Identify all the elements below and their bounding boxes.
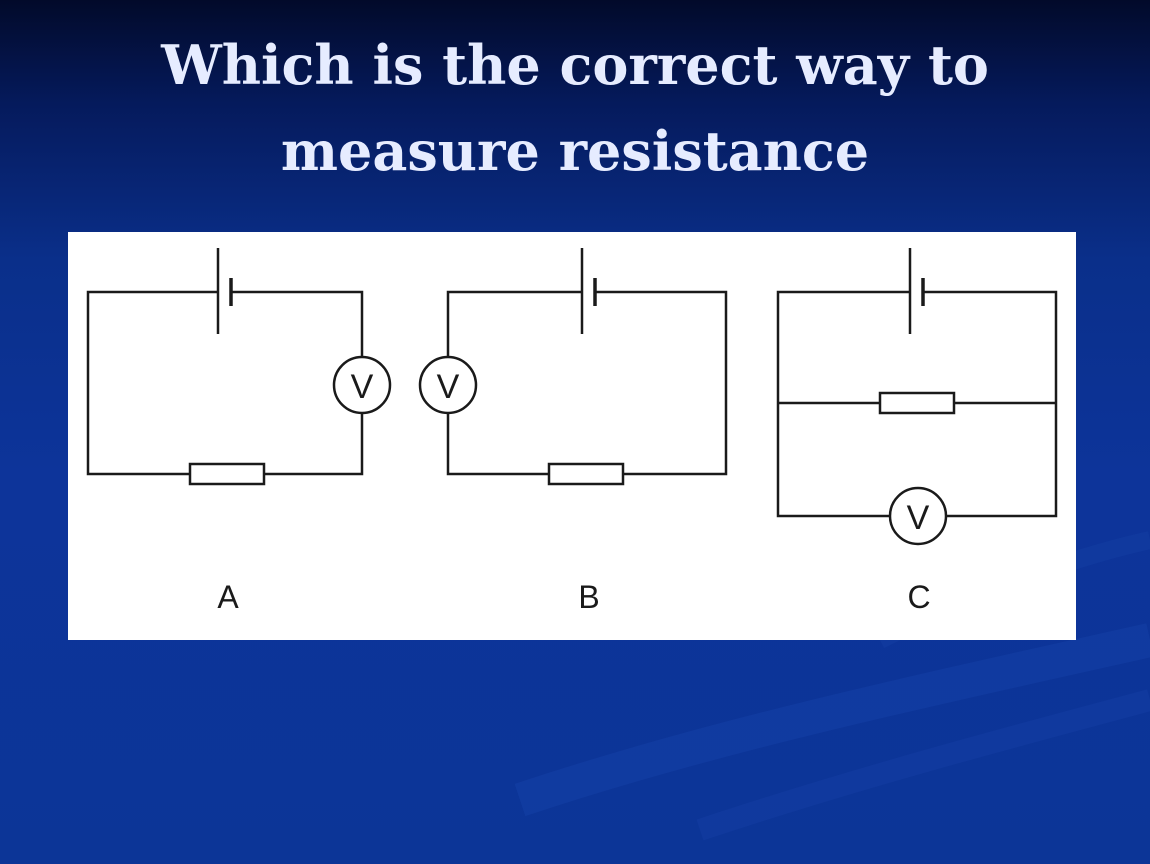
circuit-b-label: B bbox=[578, 579, 599, 615]
circuit-a-voltmeter bbox=[332, 355, 392, 415]
title-line-1: Which is the correct way to bbox=[161, 33, 989, 97]
circuit-c-voltmeter bbox=[888, 486, 948, 546]
circuit-diagram-panel: V V V A B C bbox=[68, 232, 1076, 640]
circuit-c-voltmeter-symbol: V bbox=[907, 499, 930, 537]
circuit-b-voltmeter bbox=[418, 355, 478, 415]
circuit-c-label: C bbox=[907, 579, 930, 615]
circuit-b-resistor bbox=[547, 462, 625, 486]
circuit-a-label: A bbox=[217, 579, 239, 615]
circuit-b-wire bbox=[446, 290, 728, 476]
circuit-b-voltmeter-symbol: V bbox=[437, 368, 460, 406]
circuit-a bbox=[86, 248, 392, 486]
title-line-2: measure resistance bbox=[280, 119, 870, 183]
circuit-c-resistor bbox=[878, 391, 956, 415]
slide-title: Which is the correct way to measure resi… bbox=[0, 22, 1150, 194]
circuit-a-wire bbox=[86, 290, 364, 476]
circuit-a-resistor bbox=[188, 462, 266, 486]
circuit-c bbox=[776, 248, 1058, 546]
circuit-a-voltmeter-symbol: V bbox=[351, 368, 374, 406]
circuit-b bbox=[418, 248, 728, 486]
circuit-diagrams: V V V A B C bbox=[86, 248, 1058, 615]
circuit-c-wire bbox=[776, 290, 1058, 518]
